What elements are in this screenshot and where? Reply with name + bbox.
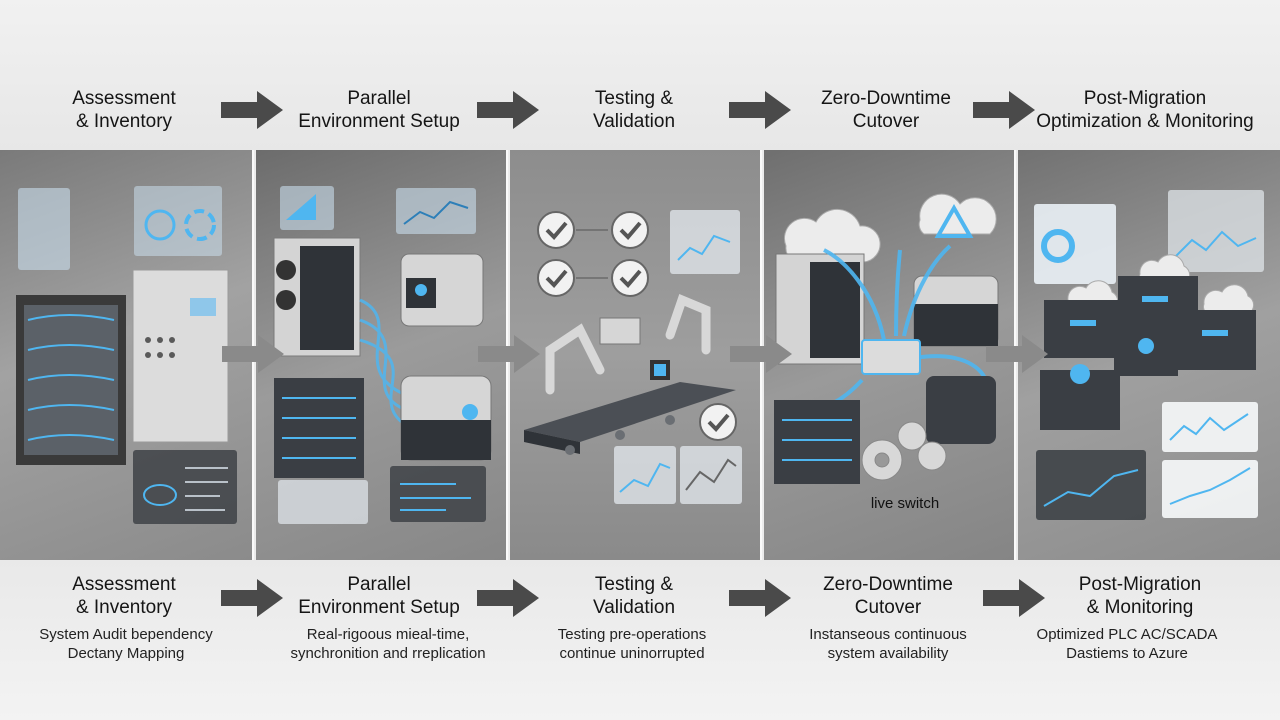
server-rack-icon bbox=[273, 237, 361, 357]
stage-4-title-bottom: Zero-Downtime Cutover bbox=[823, 574, 953, 618]
gateway-box-icon bbox=[400, 375, 492, 461]
server-rack-icon bbox=[774, 400, 860, 484]
top-arrow-3-icon bbox=[729, 91, 791, 129]
stage-3-panel bbox=[510, 150, 762, 560]
stage-3-title-bottom: Testing & Validation bbox=[592, 574, 676, 618]
stage-1-description: System Audit bependency Dectany Mapping bbox=[39, 626, 213, 662]
plc-cabinet-icon bbox=[132, 269, 229, 443]
top-arrow-1-icon bbox=[221, 91, 283, 129]
stage-2-title-top: Parallel Environment Setup bbox=[298, 88, 460, 132]
stage-5-title-bottom: Post-Migration & Monitoring bbox=[1078, 574, 1202, 618]
stage-3-description: Testing pre-operations continue uninorru… bbox=[557, 626, 707, 662]
dashboard-icon bbox=[1034, 204, 1116, 284]
live-switch-label: live switch bbox=[870, 495, 940, 512]
bottom-arrow-4-icon bbox=[983, 579, 1045, 617]
server-rack-icon bbox=[16, 295, 126, 465]
gateway-box-icon bbox=[913, 275, 999, 347]
server-rack-icon bbox=[274, 378, 364, 478]
footer-band bbox=[0, 560, 1280, 720]
header-band bbox=[0, 0, 1280, 150]
line-chart-icon bbox=[403, 200, 469, 225]
mid-arrow-2-icon bbox=[478, 335, 540, 373]
cloud-icon bbox=[783, 193, 997, 263]
stage-2-title-bottom: Parallel Environment Setup bbox=[298, 574, 460, 618]
gear-icon bbox=[861, 421, 947, 481]
server-rack-icon bbox=[1040, 276, 1256, 430]
conveyor-icon bbox=[524, 382, 736, 455]
stage-5-description: Optimized PLC AC/SCADA Dastiems to Azure bbox=[1036, 626, 1218, 662]
stage-4-title-top: Zero-Downtime Cutover bbox=[821, 88, 951, 132]
line-chart-icon bbox=[677, 234, 731, 261]
mid-arrow-1-icon bbox=[222, 335, 284, 373]
stage-4-description: Instanseous continuous system availabili… bbox=[809, 626, 967, 662]
bottom-arrow-3-icon bbox=[729, 579, 791, 617]
stage-1-title-top: Assessment & Inventory bbox=[72, 88, 176, 132]
stage-3-title-top: Testing & Validation bbox=[592, 88, 676, 132]
stage-2-panel bbox=[256, 150, 508, 560]
stage-1-title-bottom: Assessment & Inventory bbox=[72, 574, 176, 618]
mid-arrow-4-icon bbox=[986, 335, 1048, 373]
stage-4-panel bbox=[764, 150, 1016, 560]
gateway-box-icon bbox=[400, 253, 484, 327]
top-arrow-4-icon bbox=[973, 91, 1035, 129]
robot-arm-icon bbox=[545, 294, 711, 395]
stage-5-title-top: Post-Migration Optimization & Monitoring bbox=[1036, 88, 1254, 132]
mid-arrow-3-icon bbox=[730, 335, 792, 373]
line-chart-icon bbox=[1175, 230, 1257, 257]
checkmark-icon bbox=[537, 211, 649, 297]
top-arrow-2-icon bbox=[477, 91, 539, 129]
gateway-box-icon bbox=[861, 339, 921, 375]
stage-1-panel bbox=[0, 150, 254, 560]
bottom-arrow-2-icon bbox=[477, 579, 539, 617]
stage-5-panel bbox=[1018, 150, 1280, 560]
bottom-arrow-1-icon bbox=[221, 579, 283, 617]
dashboard-icon bbox=[18, 188, 70, 270]
stage-2-description: Real-rigoous mieal-time, synchronition a… bbox=[290, 626, 486, 662]
